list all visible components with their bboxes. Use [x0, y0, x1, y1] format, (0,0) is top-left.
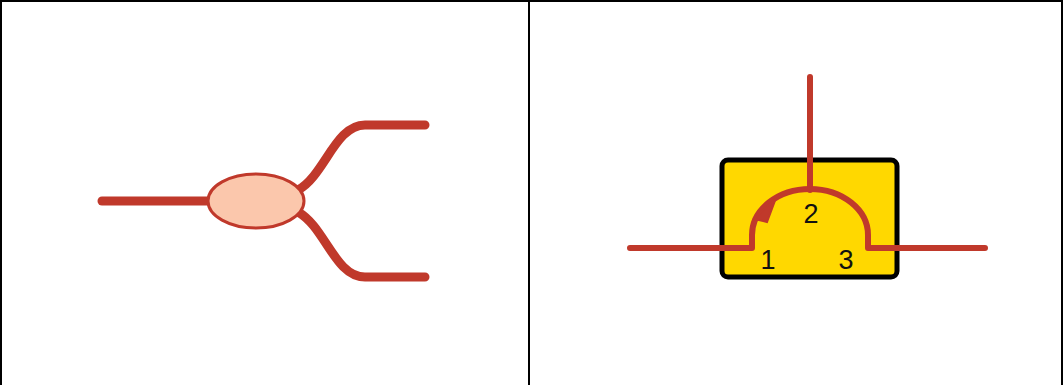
direction-arrowhead — [754, 198, 776, 222]
fiber-coupler — [102, 125, 425, 277]
input-fiber — [102, 197, 212, 206]
port-number: 3 — [838, 247, 853, 274]
port-fiber — [807, 77, 813, 190]
optical-circulator — [630, 77, 985, 277]
port-number: 2 — [803, 201, 818, 228]
port-number: 1 — [760, 247, 775, 274]
coupler-body — [208, 174, 304, 228]
output-fiber — [298, 125, 425, 190]
circulation-path — [630, 189, 985, 248]
output-fiber — [298, 212, 425, 277]
